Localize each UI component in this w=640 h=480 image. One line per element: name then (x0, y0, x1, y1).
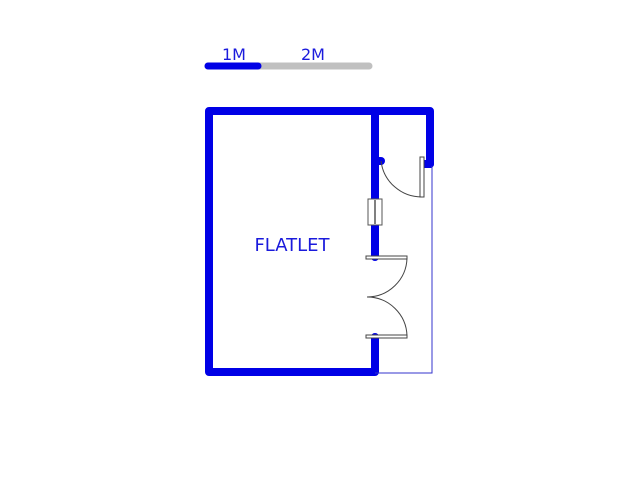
walls (205, 107, 434, 376)
door-leaf (419, 156, 425, 198)
door-top (380, 156, 425, 198)
door-leaf-bottom (365, 334, 408, 339)
outline-thin (375, 166, 433, 374)
door-swing-arc (380, 160, 423, 198)
room-label-flatlet: FLATLET (254, 235, 330, 256)
scale-label-2m: 2M (301, 45, 325, 64)
scale-bar: 1M 2M (204, 45, 373, 70)
door-leaf-top (365, 255, 408, 260)
outer-wall-right (371, 107, 434, 168)
door-swing-arc-top (366, 257, 408, 298)
window (367, 198, 383, 226)
door-swing-arc-bottom (366, 296, 408, 337)
scale-label-1m: 1M (222, 45, 246, 64)
double-door (365, 255, 408, 339)
